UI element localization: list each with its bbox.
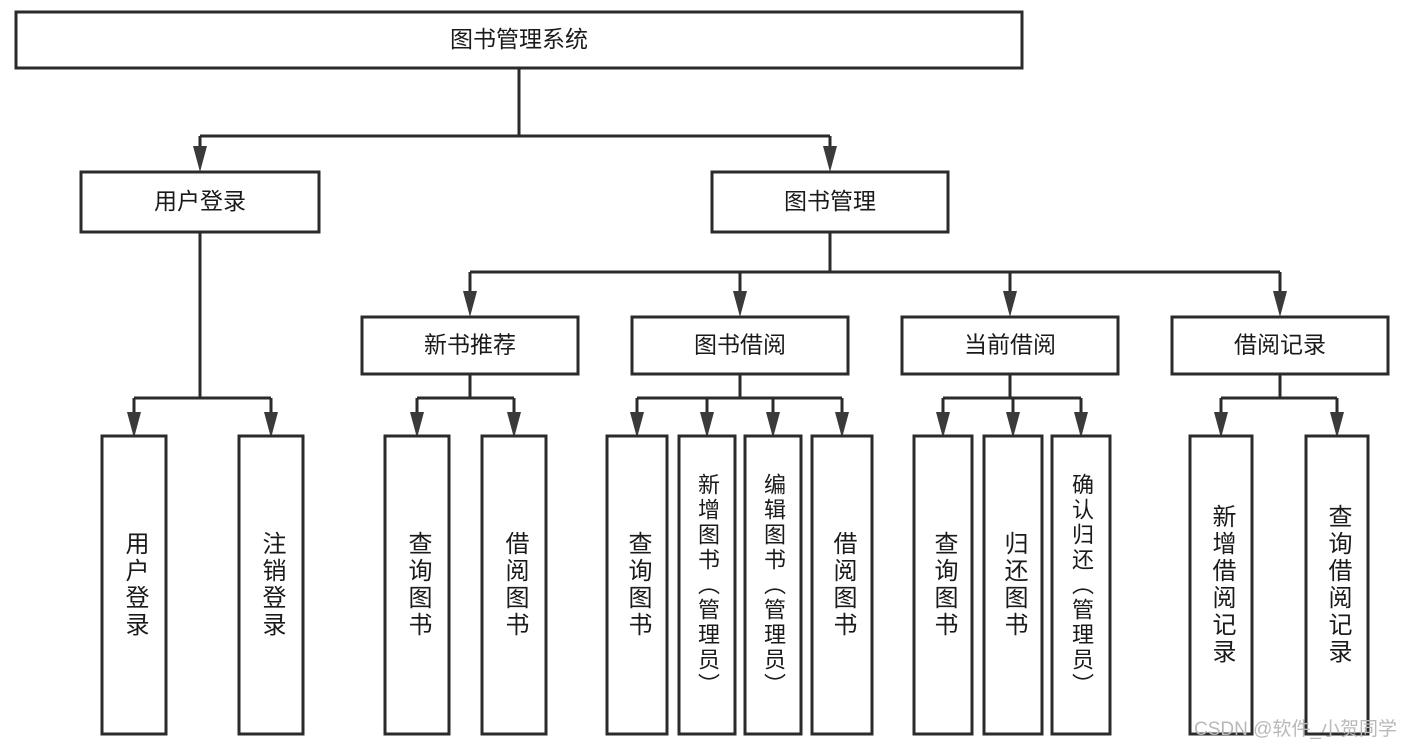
node-confirm-return-admin[interactable] — [1050, 434, 1112, 736]
node-borrow-book-act[interactable] — [810, 434, 874, 736]
connector-layer — [127, 68, 1344, 438]
label-user-login: 用户登录 — [154, 188, 246, 214]
arrow-head-icon — [1214, 412, 1228, 438]
arrow-head-icon — [630, 412, 644, 438]
arrow-head-icon — [1074, 412, 1088, 438]
root-box[interactable] — [14, 10, 1024, 70]
arrow-head-icon — [410, 412, 424, 438]
node-return-book[interactable] — [982, 434, 1044, 736]
arrow-head-icon — [733, 291, 747, 317]
csdn-watermark: CSDN @软件_小贺同学 — [1194, 719, 1397, 740]
arrow-head-icon — [1003, 291, 1017, 317]
leaf-box[interactable] — [100, 434, 168, 736]
node-borrow-book-rec[interactable] — [480, 434, 548, 736]
leaf-box[interactable] — [1050, 434, 1112, 736]
arrow-head-icon — [835, 412, 849, 438]
node-new-book-recommend[interactable] — [360, 315, 580, 376]
leaf-box[interactable] — [383, 434, 451, 736]
level1-box[interactable] — [79, 170, 321, 234]
leaf-box[interactable] — [743, 434, 803, 736]
arrow-head-icon — [507, 412, 521, 438]
leaf-box[interactable] — [237, 434, 305, 736]
arrow-head-icon — [766, 412, 780, 438]
arrow-head-icon — [1330, 412, 1344, 438]
node-user-login-leaf[interactable] — [100, 434, 168, 736]
arrow-head-icon — [193, 146, 207, 172]
label-current-borrow: 当前借阅 — [964, 332, 1056, 358]
node-logout-leaf[interactable] — [237, 434, 305, 736]
node-book-borrow[interactable] — [630, 315, 850, 376]
arrow-head-icon — [700, 412, 714, 438]
level2-box[interactable] — [1170, 315, 1390, 376]
node-add-borrow-record[interactable] — [1188, 434, 1254, 736]
arrow-head-icon — [936, 412, 950, 438]
node-query-book-current[interactable] — [912, 434, 974, 736]
node-edit-book-admin[interactable] — [743, 434, 803, 736]
level1-box[interactable] — [710, 170, 950, 234]
node-current-borrow[interactable] — [900, 315, 1120, 376]
label-book-management: 图书管理 — [784, 188, 876, 214]
arrow-head-icon — [1273, 291, 1287, 317]
leaf-box[interactable] — [1304, 434, 1370, 736]
arrow-head-icon — [264, 412, 278, 438]
node-box-layer — [14, 10, 1390, 736]
leaf-box[interactable] — [810, 434, 874, 736]
level2-box[interactable] — [630, 315, 850, 376]
node-borrow-record[interactable] — [1170, 315, 1390, 376]
label-book-borrow: 图书借阅 — [694, 332, 786, 358]
leaf-box[interactable] — [982, 434, 1044, 736]
node-query-book-rec[interactable] — [383, 434, 451, 736]
node-user-login[interactable] — [79, 170, 321, 234]
arrow-head-icon — [823, 146, 837, 172]
arrow-head-icon — [463, 291, 477, 317]
arrow-head-icon — [1006, 412, 1020, 438]
label-new-book-recommend: 新书推荐 — [424, 332, 516, 358]
arrow-head-icon — [127, 412, 141, 438]
node-add-book-admin[interactable] — [677, 434, 737, 736]
leaf-box[interactable] — [480, 434, 548, 736]
node-query-borrow-record[interactable] — [1304, 434, 1370, 736]
node-book-management[interactable] — [710, 170, 950, 234]
level2-box[interactable] — [900, 315, 1120, 376]
leaf-box[interactable] — [1188, 434, 1254, 736]
leaf-box[interactable] — [912, 434, 974, 736]
leaf-box[interactable] — [677, 434, 737, 736]
leaf-box[interactable] — [605, 434, 669, 736]
label-borrow-record: 借阅记录 — [1234, 332, 1326, 358]
node-query-book-borrow[interactable] — [605, 434, 669, 736]
label-undefined: 图书管理系统 — [450, 26, 588, 52]
level2-box[interactable] — [360, 315, 580, 376]
node-undefined[interactable] — [14, 10, 1024, 70]
